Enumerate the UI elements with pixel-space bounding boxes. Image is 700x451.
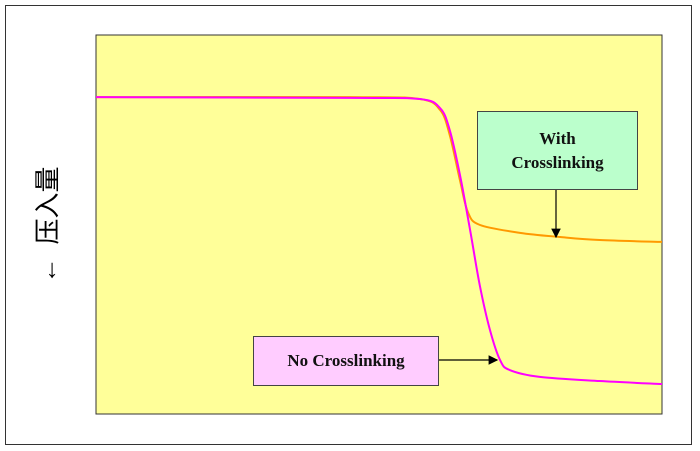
figure-frame <box>5 5 692 445</box>
label-text: No Crosslinking <box>287 351 405 370</box>
label-line-1: With <box>539 128 576 148</box>
series-no-crosslinking <box>95 96 663 386</box>
label-line-2: Crosslinking <box>511 152 604 172</box>
no-crosslinking-label: No Crosslinking <box>253 336 439 386</box>
